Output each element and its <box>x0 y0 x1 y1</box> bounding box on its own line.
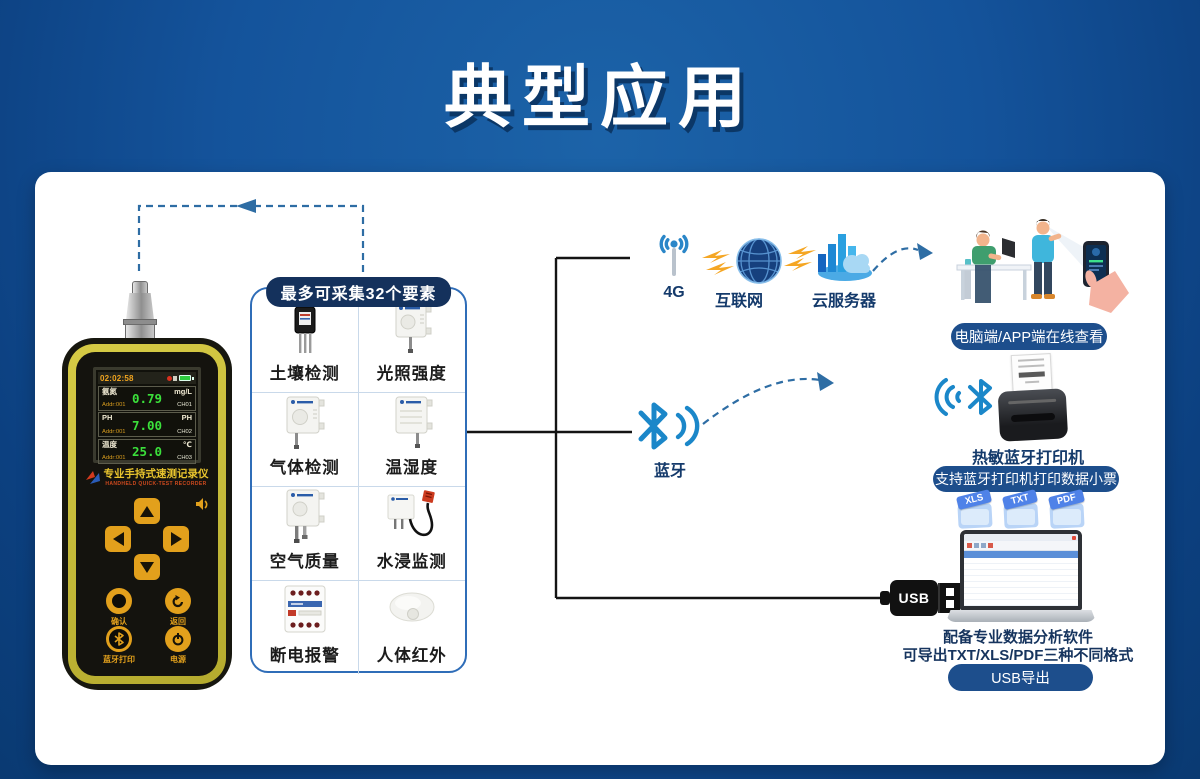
online-view-caption: 电脑端/APP端在线查看 <box>951 323 1107 350</box>
bluetooth-label: 蓝牙 <box>653 463 686 480</box>
power-icon <box>165 626 191 652</box>
data-table <box>964 558 1078 606</box>
brand-name-cn: 专业手持式速测记录仪 <box>103 468 209 480</box>
back-button: 返回 <box>152 588 204 627</box>
bluetooth-print-button: 蓝牙打印 <box>93 626 145 665</box>
pdf-file-icon: PDF <box>1047 488 1087 529</box>
thermal-printer <box>996 352 1071 444</box>
reading-value: 0.79 <box>131 391 163 406</box>
temp-humidity-sensor-icon <box>395 396 433 448</box>
soil-sensor-icon <box>294 300 316 353</box>
brand-name-en: HANDHELD QUICK-TEST RECORDER <box>105 480 207 487</box>
bluetooth-main-icon <box>634 396 708 461</box>
pir-sensor-icon <box>389 592 435 622</box>
sensor-panel: 最多可采集32个要素 土壤检测 <box>250 277 467 674</box>
laptop-base <box>946 610 1096 622</box>
usb-plug-label: USB <box>898 590 930 606</box>
brand-logo-icon <box>85 470 100 484</box>
sensor-item-air-quality: 空气质量 <box>252 487 359 581</box>
device-brand: 专业手持式速测记录仪 HANDHELD QUICK-TEST RECORDER <box>76 468 218 487</box>
usb-note-line1: 配备专业数据分析软件 <box>942 629 1093 646</box>
device-time: 02:02:58 <box>100 373 134 383</box>
sensor-item-pir: 人体红外 <box>359 581 466 674</box>
bluetooth-waves-icon <box>932 374 998 427</box>
xls-file-icon: XLS <box>955 489 995 529</box>
gas-sensor-icon <box>286 396 325 449</box>
battery-icon <box>178 375 191 381</box>
printer-caption: 支持蓝牙打印机打印数据小票 <box>933 466 1119 492</box>
sensor-item-light: 光照强度 <box>358 299 465 393</box>
confirm-button: 确认 <box>93 588 145 627</box>
internet-label: 互联网 <box>714 293 763 310</box>
internet-icon <box>700 236 818 293</box>
bluetooth-icon <box>106 626 132 652</box>
water-leak-sensor-icon <box>387 490 435 537</box>
probe-connector-icon <box>132 281 148 294</box>
air-quality-sensor-icon <box>286 489 325 543</box>
export-file-icons: XLS TXT PDF <box>946 488 1096 529</box>
usb-note-line2: 可导出TXT/XLS/PDF三种不同格式 <box>902 647 1134 664</box>
dpad-up-button <box>134 498 160 524</box>
txt-file-icon: TXT <box>1001 489 1041 529</box>
4g-icon <box>645 228 703 287</box>
4g-label: 4G <box>663 284 685 301</box>
screen-status-bar: 02:02:58 <box>98 372 196 384</box>
power-button: 电源 <box>152 626 204 665</box>
usb-plug-icon: USB <box>880 580 960 616</box>
confirm-icon <box>106 588 132 614</box>
sensor-item-soil: 土壤检测 <box>252 299 359 393</box>
reading-name: 氨氮 <box>102 386 117 396</box>
cloud-server-icon <box>812 224 876 289</box>
power-failure-alarm-icon <box>284 585 326 633</box>
sensor-item-gas: 气体检测 <box>252 393 359 487</box>
record-dot-icon <box>166 375 172 381</box>
users-illustration <box>945 213 1130 315</box>
cloud-server-label: 云服务器 <box>811 293 876 310</box>
printer-title: 热敏蓝牙打印机 <box>971 450 1084 467</box>
usb-export-caption: USB导出 <box>948 664 1093 691</box>
dpad-left-button <box>105 526 131 552</box>
reading-unit: mg/L <box>174 386 192 396</box>
signal-icon <box>173 375 177 381</box>
sensor-item-water-leak: 水浸监测 <box>358 487 465 581</box>
dpad-down-button <box>134 554 160 580</box>
sensor-item-temp-humidity: 温湿度 <box>358 393 465 487</box>
laptop: XLS TXT PDF <box>946 488 1096 622</box>
sensor-panel-header: 最多可采集32个要素 <box>265 277 452 307</box>
back-icon <box>165 588 191 614</box>
speaker-icon <box>196 498 209 516</box>
light-sensor-icon <box>395 302 432 353</box>
laptop-screen <box>960 530 1082 610</box>
dpad-right-button <box>163 526 189 552</box>
page-title: 典型应用 <box>443 60 756 136</box>
sensor-item-power-failure: 断电报警 <box>252 581 359 674</box>
